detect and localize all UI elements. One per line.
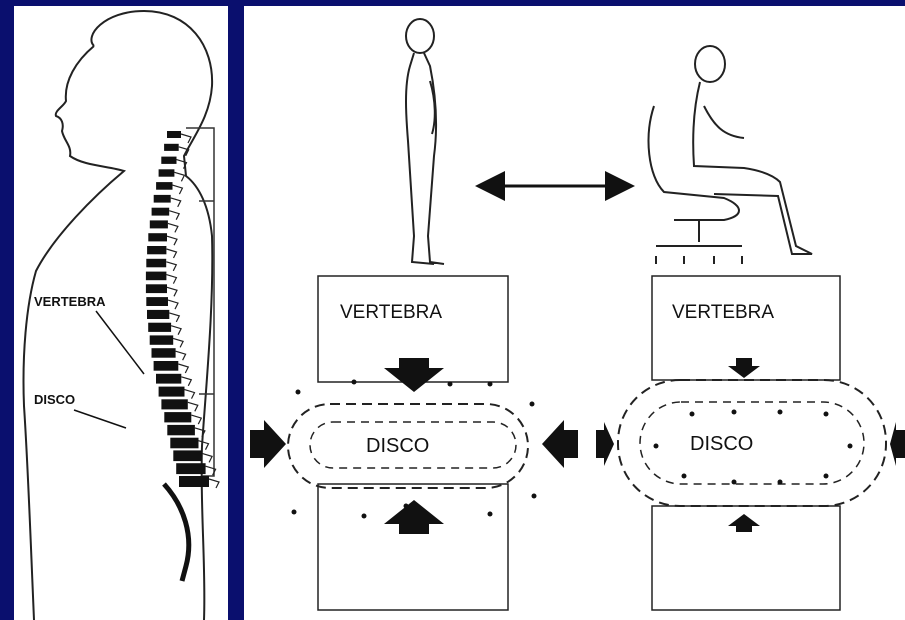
spinous-process [185, 390, 195, 399]
spinous-process [172, 185, 182, 194]
vertebra-body [152, 208, 170, 216]
vertebra-body [159, 387, 185, 397]
vertebra-body [161, 157, 176, 164]
vertebra-body [159, 169, 175, 176]
down-pressure-arrow [728, 358, 760, 378]
vertebra-body [146, 259, 166, 268]
up-pressure-arrow [384, 500, 444, 534]
vertebra-body [147, 246, 166, 254]
vertebra-body [179, 476, 209, 487]
spinous-process [167, 249, 177, 258]
sitting-person-icon [649, 46, 812, 264]
spinous-process [209, 479, 219, 488]
spinous-process [169, 211, 179, 220]
spinous-process [191, 415, 201, 424]
vertebra-body [167, 131, 181, 138]
spinous-process [166, 275, 176, 284]
vertebra-label: VERTEBRA [34, 294, 106, 309]
spinous-process [168, 223, 178, 232]
vertebra-body [152, 348, 176, 358]
standing-disc-diagram: VERTEBRA DISCO [250, 276, 578, 610]
down-pressure-arrow [384, 358, 444, 392]
spinous-process [167, 287, 177, 296]
vertebra-body [146, 272, 167, 281]
vertebra-body [154, 361, 179, 371]
vertebra-body [164, 412, 191, 422]
sitting-vertebra-label: VERTEBRA [672, 302, 774, 323]
spinous-process [173, 338, 183, 347]
vertebra-body [148, 233, 167, 241]
vertebra-body [146, 284, 167, 293]
left-bulge-arrow [250, 420, 286, 468]
left-bulge-arrow [596, 422, 614, 466]
spinous-process [167, 236, 177, 245]
posture-comparison-panel: VERTEBRA DISCO VERTEBRA [244, 6, 905, 620]
standing-person-icon [406, 19, 444, 264]
body-outline [24, 11, 213, 620]
spinous-process [171, 326, 181, 335]
sitting-disc-label: DISCO [690, 433, 753, 455]
vertebra-body [147, 310, 169, 319]
spinous-process [178, 364, 188, 373]
vertebra-body [176, 463, 205, 474]
vertebra-body [154, 195, 171, 203]
disc-label: DISCO [34, 392, 75, 407]
spinous-process [168, 300, 178, 309]
spinous-process [171, 198, 181, 207]
vertebra-body [146, 297, 168, 306]
vertebra-body [164, 144, 179, 151]
right-bulge-arrow [542, 420, 578, 468]
right-bulge-arrow [890, 422, 905, 466]
spinous-process [202, 453, 212, 462]
up-pressure-arrow [728, 514, 760, 532]
vertebra-body [170, 438, 198, 449]
vertebra-body [173, 450, 202, 461]
vertebra-body [161, 399, 187, 409]
sacrum-coccyx [164, 484, 189, 581]
spine-anatomy-drawing: VERTEBRA DISCO [14, 6, 228, 620]
vertebra-body [167, 425, 195, 435]
vertebra-body [156, 182, 172, 190]
vertebra-body [156, 374, 181, 384]
disc-pointer [74, 410, 126, 428]
spinous-process [169, 313, 179, 322]
vertebra-body [150, 220, 168, 228]
spinous-process [181, 134, 191, 143]
spine-anatomy-panel: VERTEBRA DISCO [14, 6, 228, 620]
sitting-disc-diagram: VERTEBRA DISCO [596, 276, 905, 610]
vertebra-body [150, 335, 174, 344]
spinous-process [188, 402, 198, 411]
spinous-process [166, 262, 176, 271]
spinous-process [176, 351, 186, 360]
standing-vertebra-label: VERTEBRA [340, 302, 442, 323]
vertebra-body [148, 323, 171, 332]
posture-comparison-drawing: VERTEBRA DISCO VERTEBRA [244, 6, 905, 620]
spinous-process [199, 441, 209, 450]
spinous-process [181, 377, 191, 386]
standing-disc-label: DISCO [366, 435, 429, 457]
spinous-process [174, 172, 184, 181]
vertebra-pointer [96, 311, 144, 374]
